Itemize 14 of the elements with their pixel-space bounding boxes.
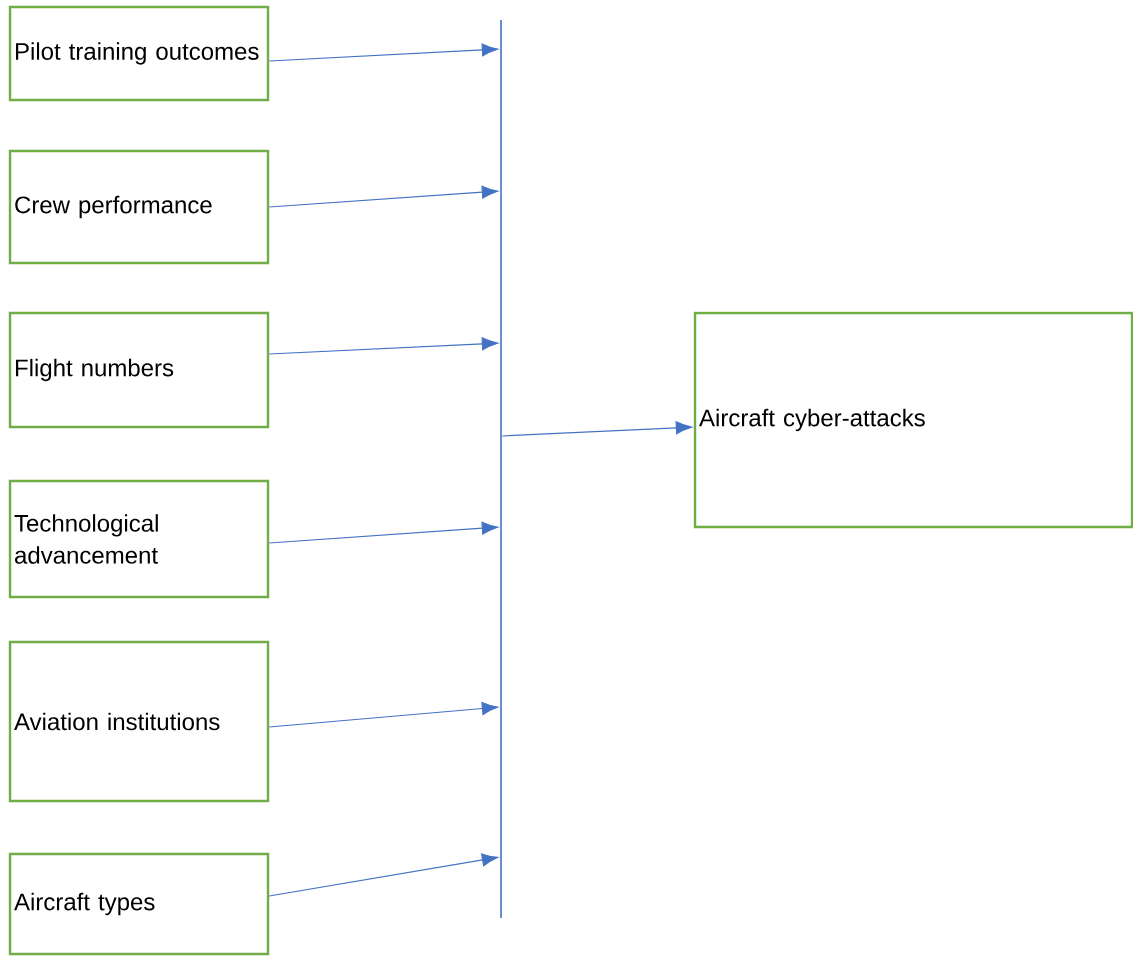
text-box: Pilot training outcomes — [8, 5, 270, 102]
text-box: Aircraft cyber-attacks — [693, 311, 1133, 529]
arrow — [268, 43, 499, 62]
arrow — [268, 185, 499, 208]
text-box: Aviation institutions — [8, 640, 270, 803]
arrow — [268, 337, 499, 355]
arrow — [501, 421, 692, 437]
text-box: Technological advancement — [8, 479, 270, 599]
arrow — [268, 853, 499, 897]
text-box: Aircraft types — [8, 852, 270, 956]
arrow — [268, 521, 499, 544]
arrow — [268, 701, 499, 728]
text-box: Flight numbers — [8, 311, 270, 429]
text-box: Crew performance — [8, 149, 270, 265]
